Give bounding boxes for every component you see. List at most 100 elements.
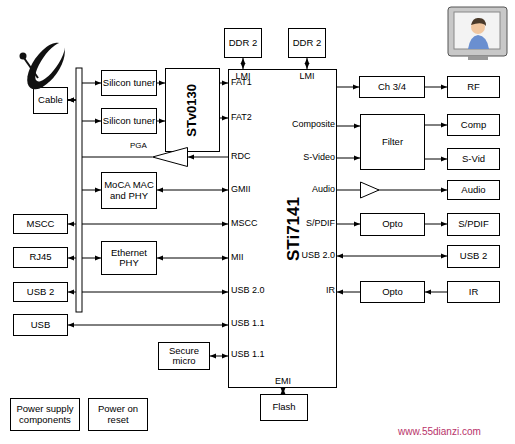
pin-name: MSCC: [231, 219, 258, 228]
pin-name: Audio: [312, 185, 335, 194]
block-box: MoCA MAC and PHY: [101, 172, 157, 209]
node-text: Flash: [272, 402, 295, 412]
block-box: Ethernet PHY: [101, 241, 157, 275]
pin-name: S-Video: [303, 153, 335, 162]
signal-connector: [68, 292, 228, 293]
signal-connector: [337, 126, 360, 127]
block-box: USB 2: [447, 245, 500, 268]
pin-name: MII: [231, 253, 244, 262]
block-box: Silicon tuner: [101, 70, 157, 96]
block-box: USB: [13, 314, 68, 336]
node-text: Ethernet PHY: [102, 248, 156, 269]
signal-connector: [425, 224, 447, 225]
pin-name: FAT2: [231, 113, 252, 122]
node-text: PGA: [130, 142, 147, 151]
block-box: Filter: [360, 114, 425, 170]
node-text: STv0130: [185, 84, 199, 137]
pin-name: USB 2.0: [231, 286, 265, 295]
block-box: Comp: [447, 114, 500, 136]
pin-name: USB 1.1: [231, 319, 265, 328]
node-text: IR: [469, 287, 479, 297]
signal-connector: [220, 118, 228, 119]
node-text: STi7141: [285, 197, 304, 261]
signal-connector: [157, 121, 165, 122]
watermark: www.55dianzi.com: [398, 427, 481, 437]
signal-connector: [68, 224, 228, 225]
audio-amplifier-symbol: [361, 182, 380, 198]
block-box: Secure micro: [158, 342, 210, 370]
chip-block: STv0130: [165, 68, 220, 152]
signal-connector: [283, 388, 284, 394]
block-box: S/PDIF: [447, 213, 500, 236]
pin-name: LMI: [299, 72, 314, 81]
signal-connector: [337, 158, 360, 159]
node-text: MoCA MAC and PHY: [102, 180, 156, 201]
block-box: Opto: [360, 213, 425, 236]
node-text: Silicon tuner: [103, 78, 155, 88]
node-text: USB: [31, 320, 51, 330]
amplifier-triangle: PGA: [152, 147, 188, 167]
pin-name: USB 1.1: [231, 350, 265, 359]
block-box: USB 2: [13, 282, 68, 302]
signal-bus: [76, 68, 82, 312]
node-text: DDR 2: [229, 38, 258, 48]
node-text: Power supply components: [11, 404, 79, 425]
node-text: Filter: [382, 137, 403, 147]
signal-connector: [68, 100, 101, 190]
block-box: RJ45: [13, 247, 68, 268]
block-box: Silicon tuner: [101, 108, 157, 134]
node-text: Silicon tuner: [103, 116, 155, 126]
signal-connector: [337, 190, 447, 191]
block-box: Audio: [447, 180, 500, 200]
signal-connector: [337, 224, 360, 225]
block-box: MSCC: [13, 214, 68, 234]
amplifier-outline: [152, 147, 188, 167]
node-text: S/PDIF: [458, 219, 489, 229]
node-text: Ch 3/4: [378, 82, 406, 92]
node-text: USB 2: [27, 287, 54, 297]
node-text: S-Vid: [462, 154, 485, 164]
signal-connector: [210, 356, 228, 357]
pin-name: S/PDIF: [306, 219, 335, 228]
signal-connector: [68, 325, 228, 326]
signal-connector: [157, 190, 228, 191]
node-text: Opto: [382, 287, 403, 297]
signal-connector: [68, 83, 101, 100]
signal-connector: [68, 100, 101, 121]
node-text: Comp: [461, 120, 486, 130]
pin-name: FAT1: [231, 78, 252, 87]
signal-connector: [425, 292, 447, 293]
node-text: Cable: [38, 95, 63, 105]
pin-name: USB 2.0: [301, 251, 335, 260]
pin-name: Composite: [292, 120, 335, 129]
node-text: Opto: [382, 219, 403, 229]
signal-connector: [68, 100, 152, 157]
block-box: S-Vid: [447, 148, 500, 170]
signal-connector: [157, 258, 228, 259]
pin-name: IR: [326, 286, 335, 295]
television-icon: [448, 7, 507, 60]
signal-connector: [220, 83, 228, 84]
node-text: Audio: [461, 185, 485, 195]
node-text: Power on reset: [89, 404, 147, 425]
signal-connector: [425, 159, 447, 160]
block-box: Ch 3/4: [359, 76, 425, 98]
signal-connector: [68, 258, 101, 259]
block-box: DDR 2: [224, 28, 262, 58]
signal-connector: [307, 58, 308, 69]
signal-connector: [425, 87, 447, 88]
pin-name: GMII: [231, 185, 251, 194]
signal-connector: [425, 125, 447, 126]
signal-connector: [157, 83, 165, 84]
node-text: MSCC: [27, 219, 55, 229]
node-text: RF: [467, 82, 480, 92]
block-box: IR: [447, 281, 500, 303]
block-box: Cable: [33, 87, 68, 114]
signal-connector: [337, 87, 359, 88]
node-text: RJ45: [29, 252, 51, 262]
node-text: USB 2: [460, 251, 487, 261]
node-text: DDR 2: [293, 38, 322, 48]
block-box: Power supply components: [10, 398, 80, 431]
block-box: Opto: [360, 281, 425, 303]
block-box: Power on reset: [88, 398, 148, 431]
